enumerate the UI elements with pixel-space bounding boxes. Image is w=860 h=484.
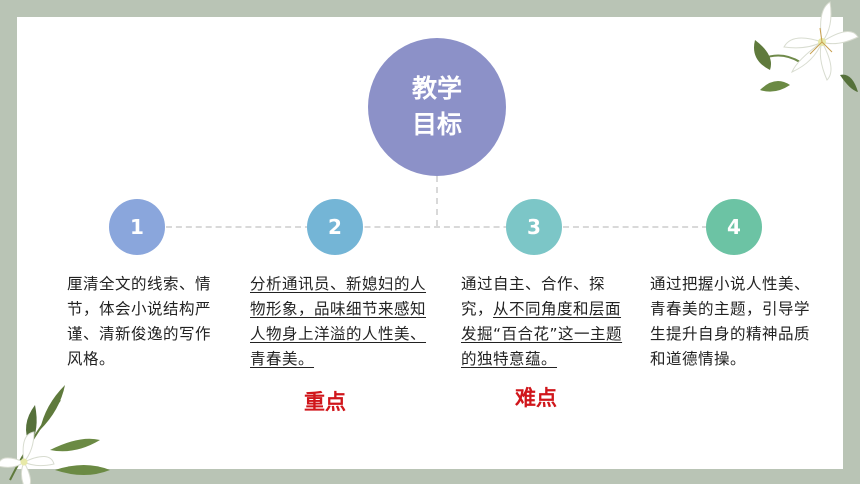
difficulty-tag: 难点 <box>515 386 557 410</box>
goal-3-text-plain: 通过自主、合作、探究， <box>461 275 606 318</box>
goal-3-text: 通过自主、合作、探究，从不同角度和层面发掘“百合花”这一主题的独特意蕴。 <box>461 272 627 372</box>
lily-flower-top-right-icon <box>754 1 859 92</box>
goal-4-badge: 4 <box>706 199 762 255</box>
goal-1-text: 厘清全文的线索、情节，体会小说结构严谨、清新俊逸的写作风格。 <box>67 275 212 368</box>
teaching-goals-title: 教学 目标 <box>368 38 506 176</box>
goal-3-badge: 3 <box>506 199 562 255</box>
goal-3-text-underlined: 从不同角度和层面发掘“百合花”这一主题的独特意蕴。 <box>461 300 623 368</box>
goal-2-badge: 2 <box>307 199 363 255</box>
key-point-tag: 重点 <box>304 390 346 414</box>
goal-4-text: 通过把握小说人性美、青春美的主题，引导学生提升自身的精神品质和道德情操。 <box>650 275 811 368</box>
goal-2-text: 分析通讯员、新媳妇的人物形象，品味细节来感知人物身上洋溢的人性美、青春美。 <box>250 275 427 368</box>
lily-flower-bottom-left-icon <box>0 385 110 484</box>
title-line-1: 教学 <box>411 74 462 103</box>
connector-horizontal <box>166 226 708 228</box>
goal-1-badge: 1 <box>109 199 165 255</box>
connector-vertical <box>436 176 438 226</box>
title-line-2: 目标 <box>411 110 462 139</box>
